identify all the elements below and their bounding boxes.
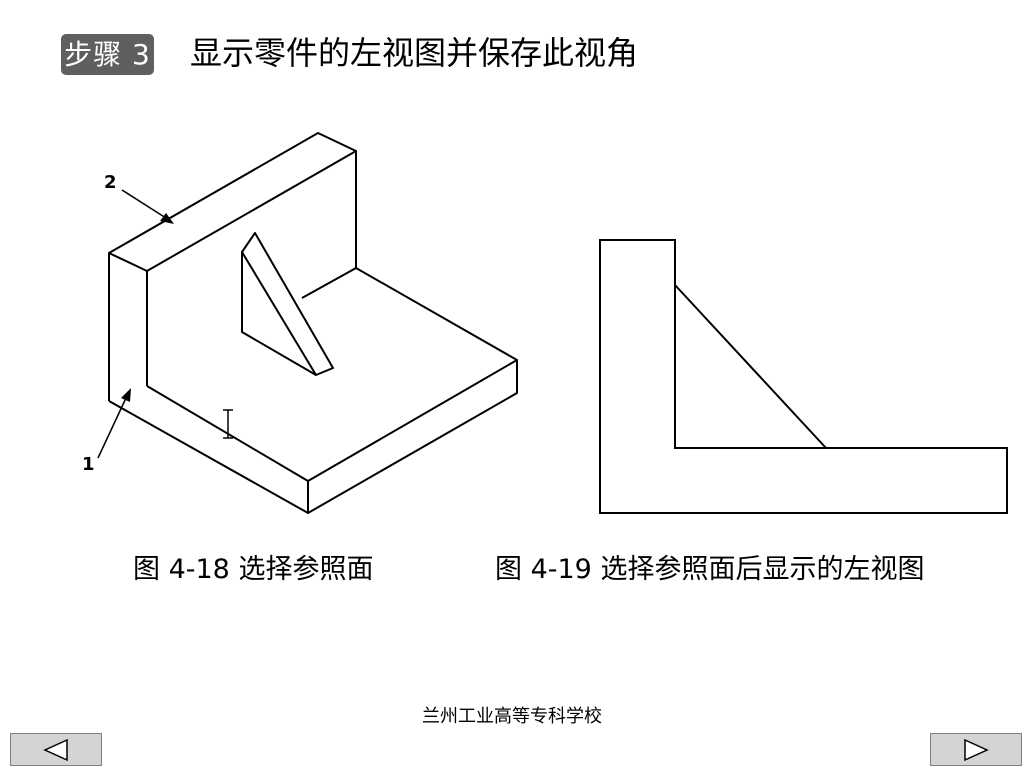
wall-top-face: [108, 132, 357, 272]
left-view-drawing: [599, 239, 1008, 514]
rib-side: [241, 252, 317, 376]
rib-face: [241, 232, 334, 376]
slide-title: 显示零件的左视图并保存此视角: [190, 34, 639, 72]
isometric-part-drawing: 2 1: [82, 132, 518, 514]
step-badge: 步骤 3: [61, 34, 154, 75]
base-top-face: [146, 267, 518, 482]
figure-caption-4-18: 图 4-18 选择参照面: [133, 554, 374, 585]
callout-1: 1: [82, 388, 131, 475]
triangle-right-icon: [964, 738, 989, 761]
callout-label-2: 2: [104, 172, 117, 193]
rib-diagonal-edge: [674, 284, 827, 449]
previous-slide-button[interactable]: [10, 733, 102, 766]
text-cursor-icon: [223, 409, 233, 439]
figure-caption-4-19: 图 4-19 选择参照面后显示的左视图: [495, 554, 925, 585]
l-profile-outline: [599, 239, 1008, 514]
left-view-figure: [590, 230, 1015, 520]
callout-2: 2: [104, 172, 174, 224]
base-outer-edge: [108, 360, 518, 514]
callout-label-1: 1: [82, 454, 95, 475]
isometric-part-figure: 2 1: [78, 118, 526, 518]
next-slide-button[interactable]: [930, 733, 1022, 766]
triangle-left-icon: [43, 738, 68, 761]
footer-school-name: 兰州工业高等专科学校: [422, 706, 602, 727]
